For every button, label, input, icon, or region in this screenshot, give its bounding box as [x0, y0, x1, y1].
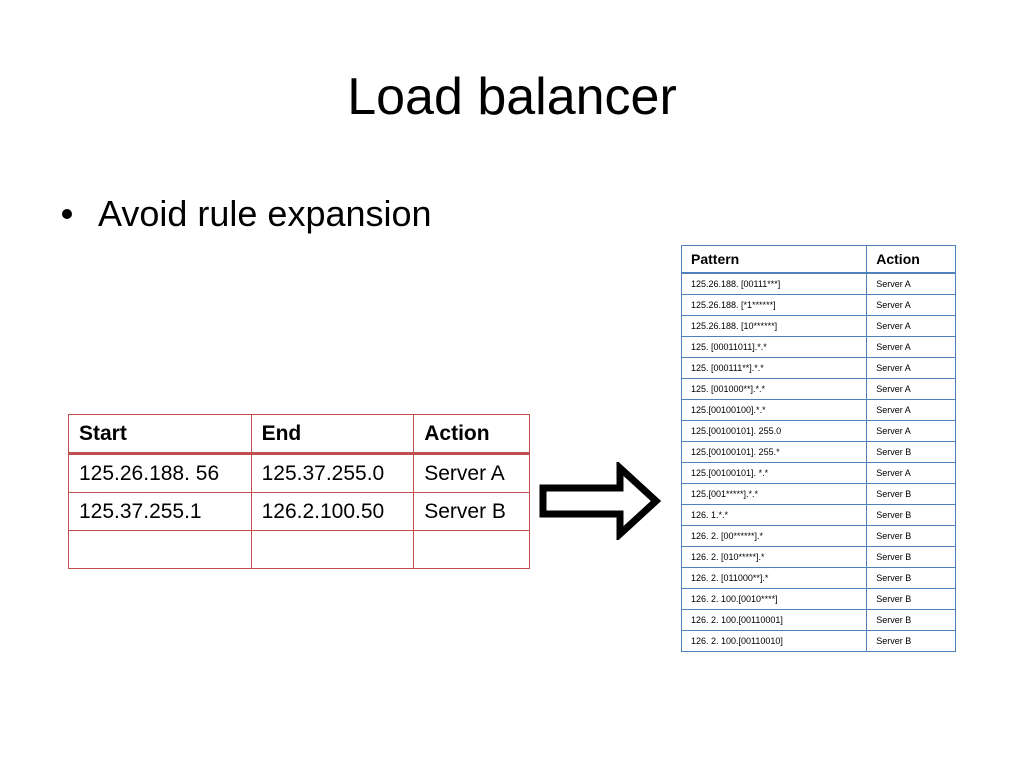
- pattern-cell: 125.[00100100].*.*: [680, 399, 868, 421]
- action-cell: Server B: [866, 609, 956, 631]
- range-header-end: End: [250, 414, 415, 454]
- range-header-action: Action: [413, 414, 530, 454]
- pattern-cell: 125.26.188. [*1******]: [680, 294, 868, 316]
- pattern-table-header-row: Pattern Action: [680, 245, 956, 274]
- action-cell: Server A: [866, 420, 956, 442]
- pattern-cell: 125. [001000**].*.*: [680, 378, 868, 400]
- pattern-cell: 125.26.188. [00111***]: [680, 272, 868, 295]
- range-cell-start: [68, 530, 252, 569]
- pattern-cell: 125. [00011011].*.*: [680, 336, 868, 358]
- action-cell: Server B: [866, 546, 956, 568]
- pattern-cell: 125.[00100101]. 255.*: [680, 441, 868, 463]
- pattern-cell: 126. 2. [010*****].*: [680, 546, 868, 568]
- pattern-cell: 125.26.188. [10******]: [680, 315, 868, 337]
- table-row: 125. [000111**].*.*Server A: [680, 357, 956, 379]
- bullet-item: Avoid rule expansion: [62, 192, 432, 236]
- action-cell: Server B: [866, 483, 956, 505]
- right-arrow-icon: [539, 462, 662, 540]
- table-row: 125.26.188. [00111***]Server A: [680, 272, 956, 295]
- pattern-cell: 126. 2. 100.[00110001]: [680, 609, 868, 631]
- action-cell: Server A: [866, 462, 956, 484]
- range-cell-action: Server A: [413, 453, 530, 493]
- table-row: 126. 2. 100.[00110001]Server B: [680, 609, 956, 631]
- pattern-cell: 126. 2. [00******].*: [680, 525, 868, 547]
- pattern-cell: 126. 2. [011000**].*: [680, 567, 868, 589]
- table-row: 125.26.188. 56 125.37.255.0 Server A: [68, 453, 530, 493]
- range-cell-end: 126.2.100.50: [250, 492, 415, 531]
- table-row: 125. [00011011].*.*Server A: [680, 336, 956, 358]
- action-cell: Server A: [866, 357, 956, 379]
- table-row: 125.[00100101]. 255.*Server B: [680, 441, 956, 463]
- table-row: 125.[00100101]. *.*Server A: [680, 462, 956, 484]
- range-cell-action: [413, 530, 530, 569]
- pattern-cell: 125.[00100101]. 255.0: [680, 420, 868, 442]
- action-cell: Server B: [866, 504, 956, 526]
- action-cell: Server A: [866, 272, 956, 295]
- range-table-header-row: Start End Action: [68, 414, 530, 454]
- table-row: 125.26.188. [*1******]Server A: [680, 294, 956, 316]
- action-cell: Server B: [866, 630, 956, 652]
- table-row: 125.37.255.1 126.2.100.50 Server B: [68, 492, 530, 531]
- action-cell: Server B: [866, 441, 956, 463]
- pattern-cell: 125. [000111**].*.*: [680, 357, 868, 379]
- action-cell: Server A: [866, 399, 956, 421]
- table-row: 125.[001*****].*.*Server B: [680, 483, 956, 505]
- range-cell-start: 125.37.255.1: [68, 492, 252, 531]
- action-cell: Server B: [866, 525, 956, 547]
- range-table: Start End Action 125.26.188. 56 125.37.2…: [68, 414, 530, 569]
- action-cell: Server A: [866, 336, 956, 358]
- action-cell: Server A: [866, 378, 956, 400]
- action-cell: Server B: [866, 588, 956, 610]
- pattern-cell: 126. 1.*.*: [680, 504, 868, 526]
- action-cell: Server B: [866, 567, 956, 589]
- table-row: 126. 2. [00******].*Server B: [680, 525, 956, 547]
- pattern-header-action: Action: [866, 245, 956, 274]
- pattern-cell: 126. 2. 100.[00110010]: [680, 630, 868, 652]
- pattern-cell: 125.[001*****].*.*: [680, 483, 868, 505]
- action-cell: Server A: [866, 294, 956, 316]
- table-row: 125.[00100100].*.*Server A: [680, 399, 956, 421]
- table-row: 126. 2. 100.[00110010]Server B: [680, 630, 956, 652]
- pattern-cell: 125.[00100101]. *.*: [680, 462, 868, 484]
- slide-title: Load balancer: [347, 68, 677, 126]
- bullet-dot-icon: [62, 209, 72, 219]
- table-row: 126. 2. [010*****].*Server B: [680, 546, 956, 568]
- range-cell-end: 125.37.255.0: [250, 453, 415, 493]
- table-row: 125. [001000**].*.*Server A: [680, 378, 956, 400]
- pattern-table: Pattern Action 125.26.188. [00111***]Ser…: [680, 245, 956, 652]
- range-cell-action: Server B: [413, 492, 530, 531]
- pattern-cell: 126. 2. 100.[0010****]: [680, 588, 868, 610]
- bullet-text: Avoid rule expansion: [98, 193, 432, 234]
- range-cell-end: [250, 530, 415, 569]
- range-header-start: Start: [68, 414, 252, 454]
- pattern-header-pattern: Pattern: [680, 245, 868, 274]
- table-row: 125.26.188. [10******]Server A: [680, 315, 956, 337]
- table-row: 126. 2. 100.[0010****]Server B: [680, 588, 956, 610]
- action-cell: Server A: [866, 315, 956, 337]
- range-cell-start: 125.26.188. 56: [68, 453, 252, 493]
- table-row: 126. 2. [011000**].*Server B: [680, 567, 956, 589]
- table-row: 126. 1.*.*Server B: [680, 504, 956, 526]
- table-row: [68, 530, 530, 569]
